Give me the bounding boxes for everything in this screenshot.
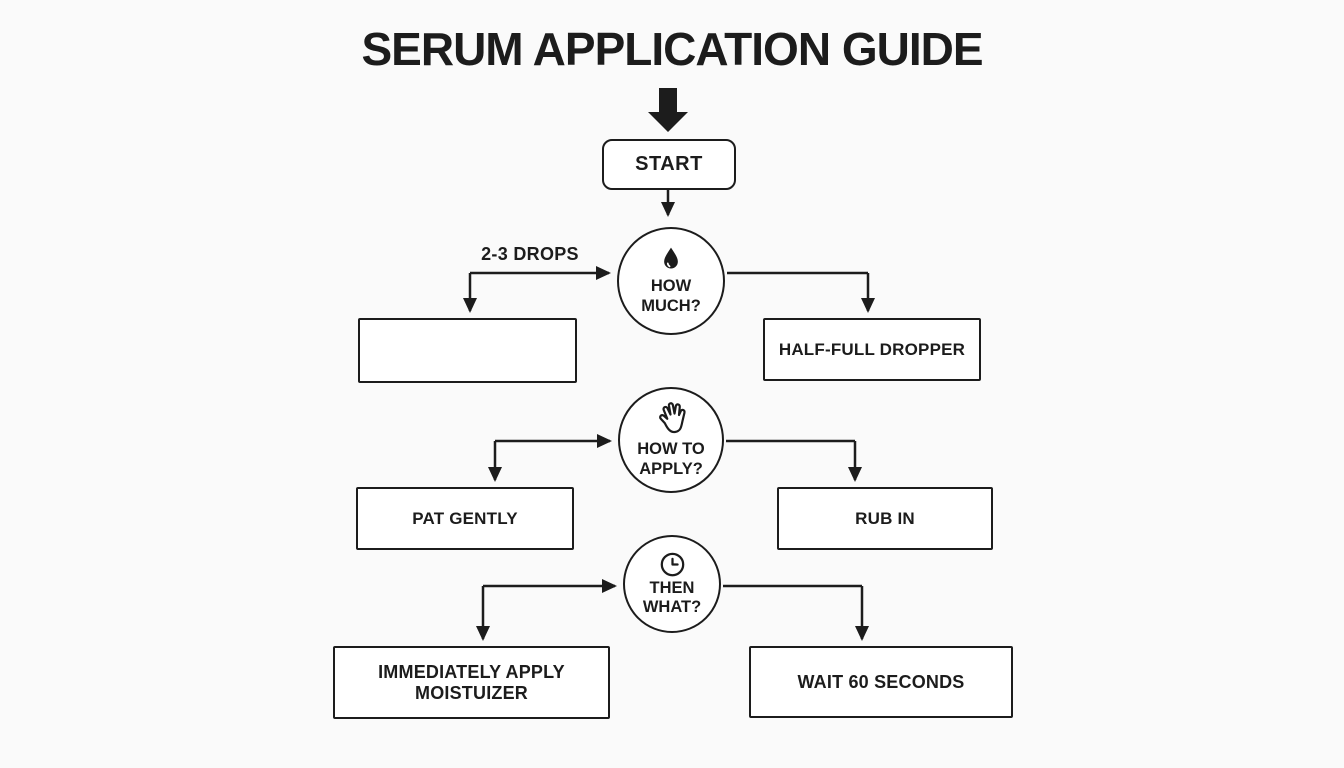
- outcome-apply-moisturizer: IMMEDIATELY APPLY MOISTUIZER: [333, 646, 610, 719]
- outcome-wait-60-seconds-label: WAIT 60 SECONDS: [797, 671, 965, 692]
- decision-how-to-apply-label: HOW TO APPLY?: [637, 440, 705, 478]
- outcome-pat-gently-label: PAT GENTLY: [412, 508, 518, 528]
- outcome-apply-moisturizer-label: IMMEDIATELY APPLY MOISTUIZER: [378, 661, 565, 703]
- decision-how-much-label: HOW MUCH?: [641, 277, 701, 315]
- branch-label-drops: 2-3 DROPS: [481, 244, 579, 264]
- start-node: START: [602, 139, 736, 190]
- outcome-empty-box: [358, 318, 577, 383]
- outcome-half-full-dropper: HALF-FULL DROPPER: [763, 318, 981, 381]
- hand-icon: [659, 402, 686, 434]
- outcome-rub-in: RUB IN: [777, 487, 993, 550]
- page-title: SERUM APPLICATION GUIDE: [361, 23, 983, 75]
- outcome-pat-gently: PAT GENTLY: [356, 487, 574, 550]
- down-arrow-icon: [648, 88, 688, 132]
- clock-icon: [660, 552, 684, 576]
- outcome-half-full-dropper-label: HALF-FULL DROPPER: [778, 339, 966, 359]
- decision-how-much: HOW MUCH?: [617, 227, 725, 335]
- decision-how-to-apply: HOW TO APPLY?: [618, 387, 724, 493]
- outcome-rub-in-label: RUB IN: [855, 508, 915, 528]
- outcome-wait-60-seconds: WAIT 60 SECONDS: [749, 646, 1013, 718]
- droplet-icon: [664, 247, 678, 269]
- start-label: START: [635, 153, 703, 175]
- decision-then-what-label: THEN WHAT?: [642, 578, 702, 616]
- decision-then-what: THEN WHAT?: [623, 535, 721, 633]
